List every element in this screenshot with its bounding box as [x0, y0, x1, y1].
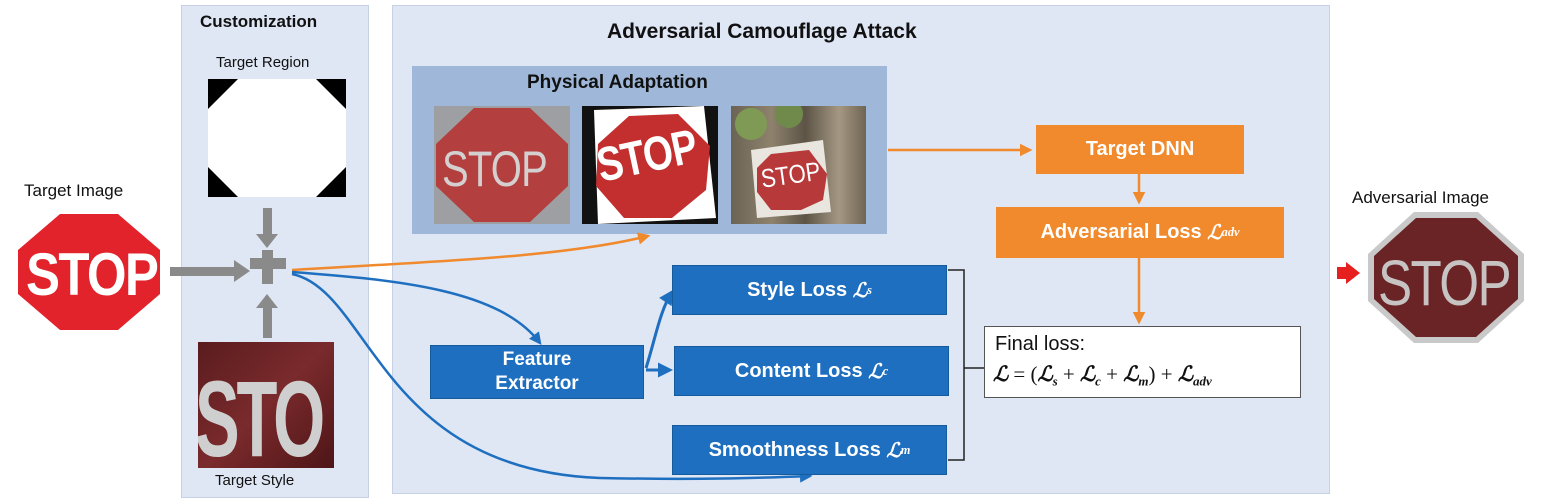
final-loss-formula: ℒ = (ℒs + ℒc + ℒm) + ℒadv — [993, 362, 1212, 389]
adversarial-stop-sign: STOP — [1366, 210, 1526, 345]
attack-title: Adversarial Camouflage Attack — [607, 20, 917, 43]
blue-arrow-plus-to-smoothness — [291, 272, 813, 483]
feature-extractor-line1: Feature — [502, 349, 572, 370]
final-loss-title: Final loss: — [995, 333, 1086, 355]
smoothness-loss-symbol: ℒ — [886, 439, 901, 462]
physical-image-3: STOP — [731, 106, 866, 224]
target-style-label: Target Style — [215, 472, 295, 489]
red-output-arrow — [1337, 262, 1360, 284]
target-dnn-box: Target DNN — [1036, 125, 1244, 174]
adversarial-loss-symbol: ℒ — [1207, 222, 1222, 244]
target-style-sign-text: STO — [198, 358, 325, 468]
content-loss-sub: c — [882, 363, 889, 378]
plus-icon — [250, 250, 286, 284]
adversarial-sign-text: STOP — [1378, 247, 1512, 319]
gray-arrow-region-to-plus — [256, 208, 278, 248]
smoothness-loss-sub: m — [900, 442, 911, 457]
final-loss-box: Final loss: ℒ = (ℒs + ℒc + ℒm) + ℒadv — [984, 326, 1301, 398]
customization-title: Customization — [200, 12, 318, 31]
style-loss-sub: s — [867, 282, 872, 297]
loss-bracket — [948, 269, 984, 461]
content-loss-label: Content Loss — [734, 359, 863, 382]
gray-arrow-target-to-plus — [170, 260, 250, 282]
physical-sign-text-1: STOP — [442, 141, 548, 197]
physical-image-2: STOP — [582, 106, 718, 224]
blue-arrow-feature-to-style — [644, 289, 674, 369]
physical-adaptation-title: Physical Adaptation — [527, 72, 708, 93]
feature-extractor-line2: Extractor — [495, 373, 579, 394]
adversarial-image-label: Adversarial Image — [1352, 188, 1490, 207]
target-style-image: STO — [198, 342, 334, 468]
smoothness-loss-label: Smoothness Loss — [708, 438, 881, 461]
style-loss-symbol: ℒ — [852, 279, 868, 302]
target-region-mask — [208, 79, 346, 197]
target-stop-sign: STOP — [10, 206, 168, 338]
gray-arrow-style-to-plus — [256, 294, 278, 338]
target-sign-text: STOP — [26, 241, 159, 308]
adversarial-loss-label: Adversarial Loss — [1040, 221, 1202, 243]
target-region-label: Target Region — [216, 54, 310, 71]
feature-extractor-box: Feature Extractor — [430, 345, 644, 399]
physical-image-1: STOP — [434, 106, 570, 224]
target-image-label: Target Image — [24, 181, 124, 200]
orange-arrow-plus-to-physical — [291, 232, 651, 272]
blue-arrow-plus-to-feature — [291, 270, 542, 345]
adversarial-loss-sub: adv — [1221, 225, 1240, 239]
content-loss-symbol: ℒ — [868, 360, 883, 383]
target-dnn-label: Target DNN — [1085, 138, 1195, 160]
style-loss-label: Style Loss — [747, 278, 848, 301]
